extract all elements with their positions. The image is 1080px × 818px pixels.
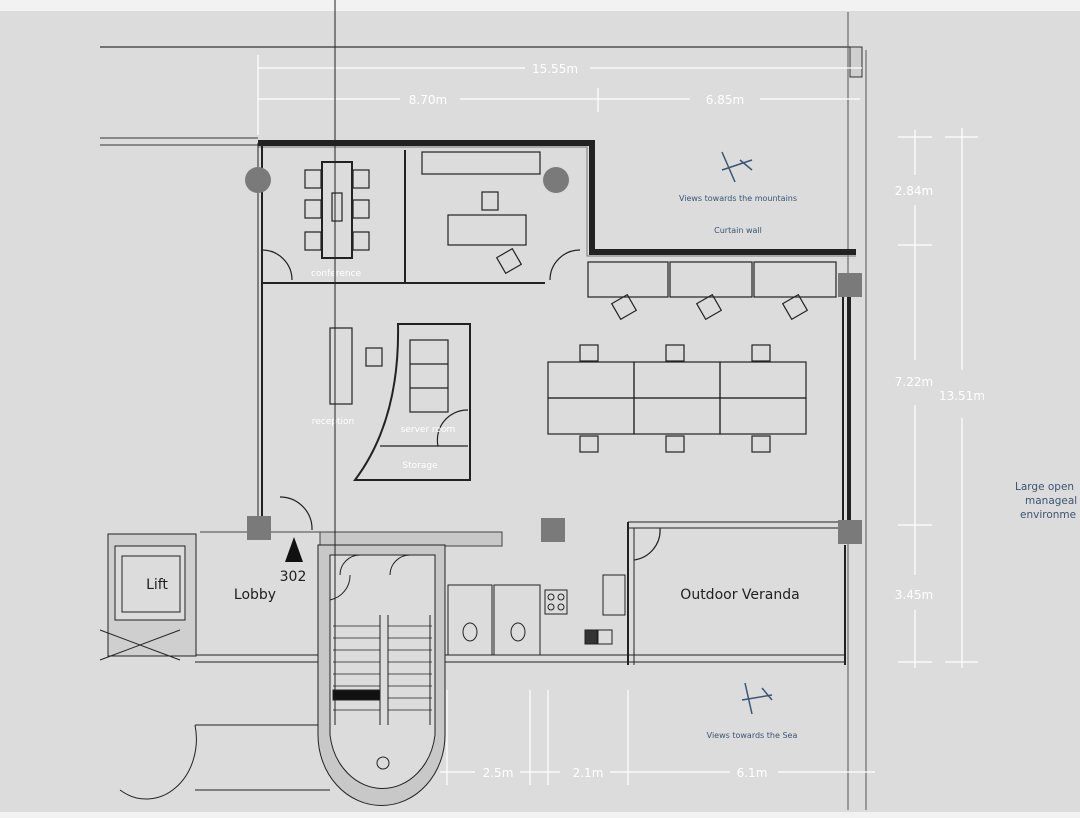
- note-curtain-wall: Curtain wall: [714, 226, 762, 235]
- dim-bottom-a: 2.5m: [483, 766, 514, 780]
- lift-core: [99, 533, 330, 800]
- room-reception: reception: [312, 417, 354, 427]
- unit-number: 302: [280, 569, 307, 585]
- dim-bottom-c: 6.1m: [737, 766, 768, 780]
- room-conference: conference: [311, 269, 362, 279]
- furniture: [261, 151, 837, 561]
- dim-bottom-b: 2.1m: [573, 766, 604, 780]
- side-text-line-2: manageal: [1025, 495, 1077, 507]
- dim-depth-total: 13.51m: [939, 389, 985, 403]
- top-bar: [0, 0, 1080, 11]
- room-veranda: Outdoor Veranda: [680, 587, 799, 603]
- columns: [245, 167, 862, 544]
- note-mountains: Views towards the mountains: [679, 194, 797, 203]
- dim-right-width: 6.85m: [706, 93, 744, 107]
- note-sea: Views towards the Sea: [707, 731, 798, 740]
- walls: [195, 140, 856, 665]
- dim-depth-top: 2.84m: [895, 184, 933, 198]
- room-server: server room: [401, 425, 456, 435]
- stairwell: [317, 0, 446, 807]
- room-storage: Storage: [402, 461, 438, 471]
- toilets-kitchen: [447, 574, 626, 656]
- dim-depth-middle: 7.22m: [895, 375, 933, 389]
- room-lift: Lift: [146, 577, 168, 593]
- entrance-arrow-icon: [285, 537, 303, 562]
- room-lobby: Lobby: [234, 587, 276, 603]
- view-direction-icon: [721, 151, 753, 183]
- view-direction-icon: [741, 682, 773, 715]
- dim-total-width: 15.55m: [532, 62, 578, 76]
- bottom-bar: [0, 812, 1080, 818]
- side-text-line-3: environme: [1020, 509, 1076, 521]
- dimension-lines: [257, 55, 978, 785]
- site-boundary: [100, 12, 867, 810]
- side-text-line-1: Large open: [1015, 481, 1074, 493]
- dim-left-width: 8.70m: [409, 93, 447, 107]
- dim-depth-bottom: 3.45m: [895, 588, 933, 602]
